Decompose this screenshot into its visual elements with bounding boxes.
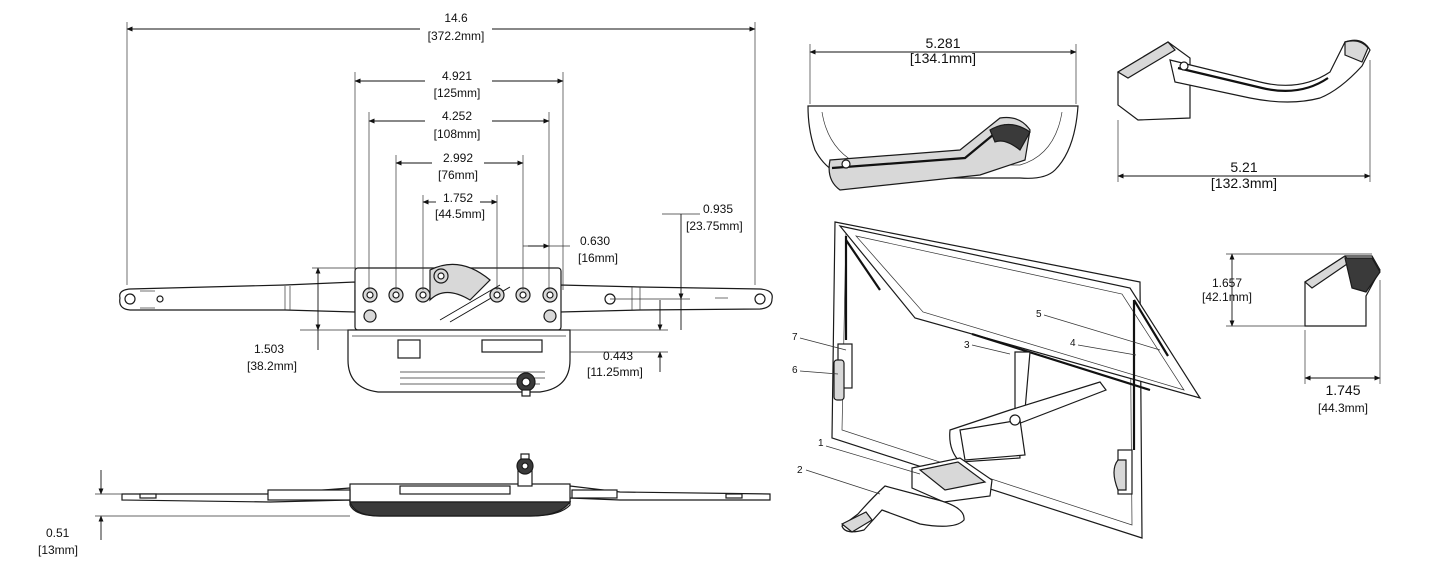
cover-height-value: 1.657 [1212, 276, 1242, 290]
d8-value: 0.443 [603, 349, 633, 363]
d9-value: 0.51 [46, 526, 70, 540]
d7-value: 1.503 [254, 342, 284, 356]
cover-depth-metric: [44.3mm] [1318, 401, 1368, 415]
callout-1: 1 [818, 438, 824, 449]
cover-height-metric: [42.1mm] [1202, 290, 1252, 304]
d4-metric: [44.5mm] [435, 207, 485, 221]
d1-value: 4.921 [442, 69, 472, 83]
dimension-0443: 0.443 [11.25mm] [570, 300, 668, 379]
callout-5: 5 [1036, 309, 1042, 320]
d5-metric: [16mm] [578, 251, 618, 265]
operator-side-view [121, 453, 771, 517]
d3-value: 2.992 [443, 151, 473, 165]
d2-value: 4.252 [442, 109, 472, 123]
d3-metric: [76mm] [438, 168, 478, 182]
handle-length-value: 5.21 [1230, 159, 1257, 175]
d9-metric: [13mm] [38, 543, 78, 557]
dimension-4252: 4.252 [108mm] [368, 109, 550, 290]
dimension-4921: 4.921 [125mm] [354, 69, 564, 290]
cover-view: 1.657 [42.1mm] 1.745 [44.3mm] [1202, 253, 1381, 415]
dimension-0630: 0.630 [16mm] [523, 234, 618, 265]
d8-metric: [11.25mm] [587, 365, 643, 379]
d6-value: 0.935 [703, 202, 733, 216]
handle-length-metric: [132.3mm] [1211, 175, 1277, 191]
window-assembly [831, 221, 1202, 539]
handle-width-value: 5.281 [925, 35, 960, 51]
d5-value: 0.630 [580, 234, 610, 248]
dimension-1503: 1.503 [38.2mm] [247, 267, 356, 373]
cover-depth-value: 1.745 [1325, 382, 1360, 398]
dimension-overall-length: 14.6 [372.2mm] [126, 11, 756, 285]
d4-value: 1.752 [443, 191, 473, 205]
handle-front-view: 5.281 [134.1mm] [807, 35, 1079, 191]
d6-metric: [23.75mm] [686, 219, 743, 233]
callout-6: 6 [792, 365, 798, 376]
dimension-0935: 0.935 [23.75mm] [610, 202, 743, 330]
handle-width-metric: [134.1mm] [910, 50, 976, 66]
callout-numbers: 1 2 3 4 5 6 7 [792, 309, 1076, 476]
callout-2: 2 [797, 465, 803, 476]
dimension-1752: 1.752 [44.5mm] [422, 191, 498, 290]
dimension-0510: 0.51 [13mm] [38, 470, 350, 557]
callout-3: 3 [964, 340, 970, 351]
callout-leaders [799, 314, 1161, 495]
operator-top-view [119, 263, 773, 397]
callout-4: 4 [1070, 338, 1076, 349]
d1-metric: [125mm] [434, 86, 481, 100]
handle-side-view: 5.21 [132.3mm] [1116, 39, 1371, 191]
dimension-2992: 2.992 [76mm] [395, 151, 524, 290]
mounting-holes [362, 268, 558, 323]
d7-metric: [38.2mm] [247, 359, 297, 373]
d2-metric: [108mm] [434, 127, 481, 141]
callout-7: 7 [792, 332, 798, 343]
overall-length-value: 14.6 [444, 11, 468, 25]
overall-length-metric: [372.2mm] [428, 29, 485, 43]
